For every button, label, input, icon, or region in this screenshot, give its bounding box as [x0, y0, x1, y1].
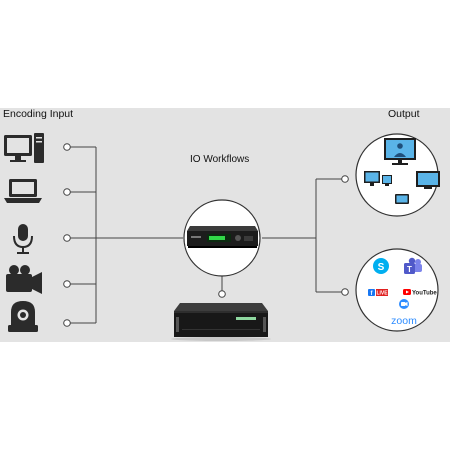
node-laptop	[63, 188, 71, 196]
encoder-device-icon	[183, 199, 261, 277]
diagram-title: IO Workflows	[190, 154, 250, 165]
node-output-platforms	[341, 288, 349, 296]
live-badge-text: LIVE	[376, 291, 388, 297]
connector-lines	[70, 146, 342, 324]
rack-server-icon	[171, 303, 271, 341]
youtube-text: YouTube	[412, 291, 437, 297]
node-ptz	[63, 319, 71, 327]
skype-letter: S	[378, 262, 385, 273]
node-output-displays	[341, 175, 349, 183]
video-camera-icon	[6, 265, 42, 294]
teams-letter: T	[407, 265, 412, 274]
ptz-camera-icon	[8, 301, 38, 332]
monitor-icon	[364, 171, 380, 186]
facebook-live-icon: f LIVE	[368, 289, 388, 297]
connection-nodes	[63, 143, 349, 327]
tablet-icon	[395, 194, 409, 204]
monitor-icon	[382, 175, 392, 186]
youtube-icon: YouTube	[403, 289, 437, 297]
node-microphone	[63, 234, 71, 242]
tv-screen-icon	[416, 171, 440, 189]
node-camera	[63, 280, 71, 288]
teams-icon: T	[404, 257, 422, 274]
microphone-icon	[13, 224, 33, 254]
desktop-computer-icon	[4, 133, 44, 163]
output-heading: Output	[388, 108, 420, 120]
node-desktop	[63, 143, 71, 151]
presentation-display-icon	[384, 138, 416, 165]
node-server	[218, 290, 226, 298]
output-platforms-group: S T f LIVE YouTube zoom	[355, 248, 439, 332]
zoom-icon: zoom	[391, 299, 417, 327]
input-heading: Encoding Input	[3, 108, 74, 120]
zoom-wordmark: zoom	[391, 315, 417, 327]
laptop-icon	[4, 179, 42, 203]
svg-text:f: f	[371, 291, 374, 297]
output-displays-group	[355, 133, 440, 217]
skype-icon: S	[373, 258, 389, 274]
